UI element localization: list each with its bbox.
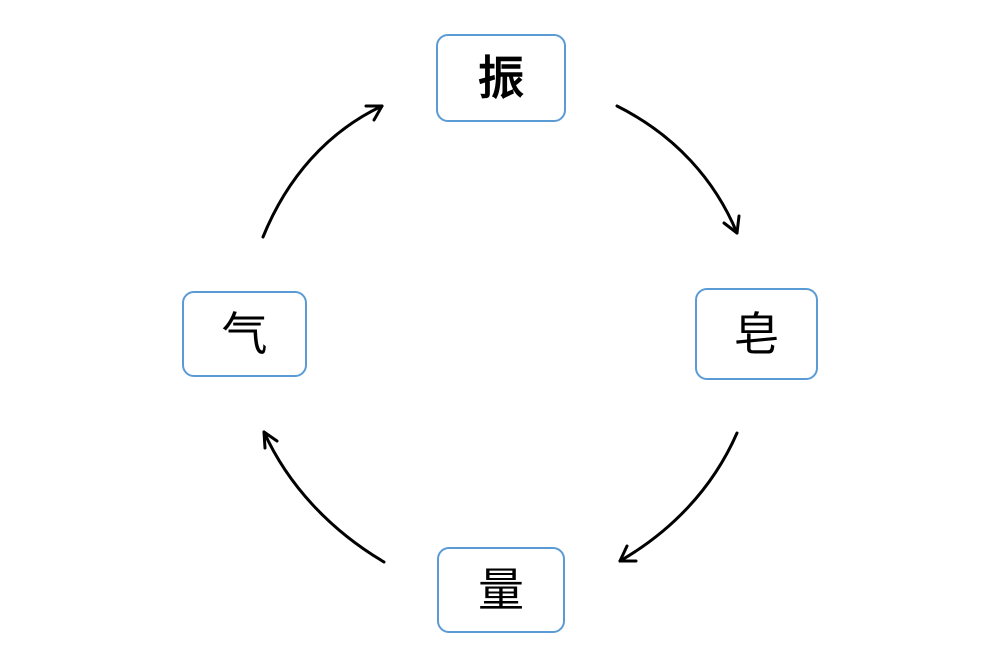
node-left-label: 气: [221, 307, 268, 361]
arrow-bottom-to-left: [262, 430, 386, 564]
arrow-top-to-right: [615, 104, 741, 235]
arrow-left-to-top: [261, 104, 384, 239]
arrow-right-to-bottom: [618, 431, 739, 563]
node-top: 振: [436, 34, 566, 122]
node-right-label: 皂: [733, 307, 780, 361]
node-left: 气: [182, 291, 307, 377]
node-top-label: 振: [478, 51, 524, 105]
node-bottom-label: 量: [478, 563, 524, 617]
node-bottom: 量: [437, 547, 565, 633]
node-right: 皂: [695, 288, 818, 380]
